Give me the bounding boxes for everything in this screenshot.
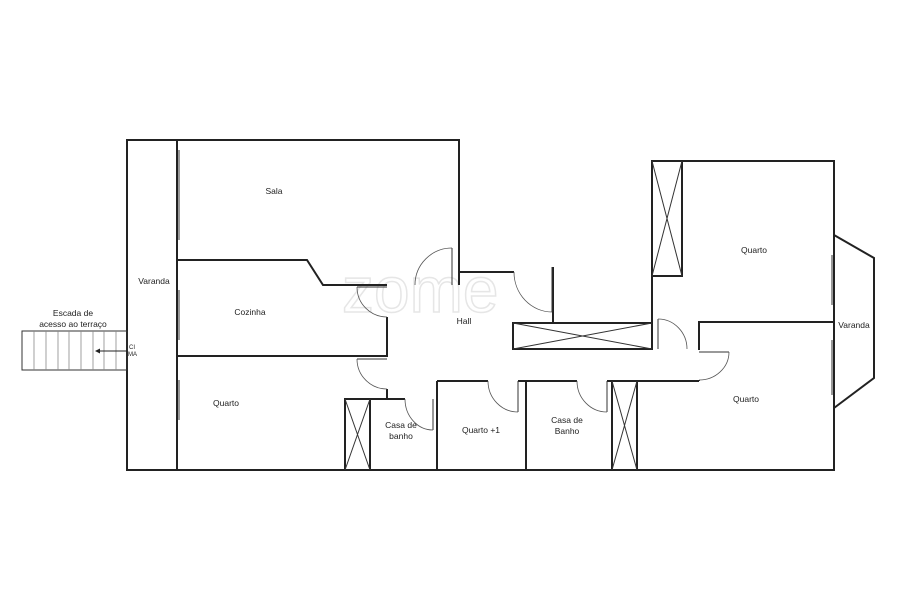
room-labels: Sala Varanda Cozinha Quarto Hall Casa de…	[138, 186, 870, 441]
stairs: Escada de acesso ao terraço CI MA	[21, 308, 137, 371]
room-casa-banho-2-line2: Banho	[555, 426, 580, 436]
doors	[356, 247, 730, 431]
stairs-label-2: acesso ao terraço	[39, 319, 107, 329]
room-quarto-right-top: Quarto	[741, 245, 767, 255]
room-varanda-right: Varanda	[838, 320, 870, 330]
room-casa-banho-1-line1: Casa de	[385, 420, 417, 430]
room-quarto-right-bottom: Quarto	[733, 394, 759, 404]
room-sala: Sala	[265, 186, 282, 196]
stairs-direction-1: CI	[129, 345, 135, 351]
room-casa-banho-2-line1: Casa de	[551, 415, 583, 425]
room-casa-banho-1-line2: banho	[389, 431, 413, 441]
closets	[344, 160, 683, 471]
windows	[178, 150, 833, 420]
room-cozinha: Cozinha	[234, 307, 265, 317]
room-quarto-plus1: Quarto +1	[462, 425, 500, 435]
room-varanda-left: Varanda	[138, 276, 170, 286]
stairs-label-1: Escada de	[53, 308, 93, 318]
room-quarto-left: Quarto	[213, 398, 239, 408]
watermark-logo: zome	[342, 254, 499, 326]
walls	[126, 139, 875, 471]
stairs-direction-2: MA	[128, 352, 137, 358]
room-hall: Hall	[457, 316, 472, 326]
